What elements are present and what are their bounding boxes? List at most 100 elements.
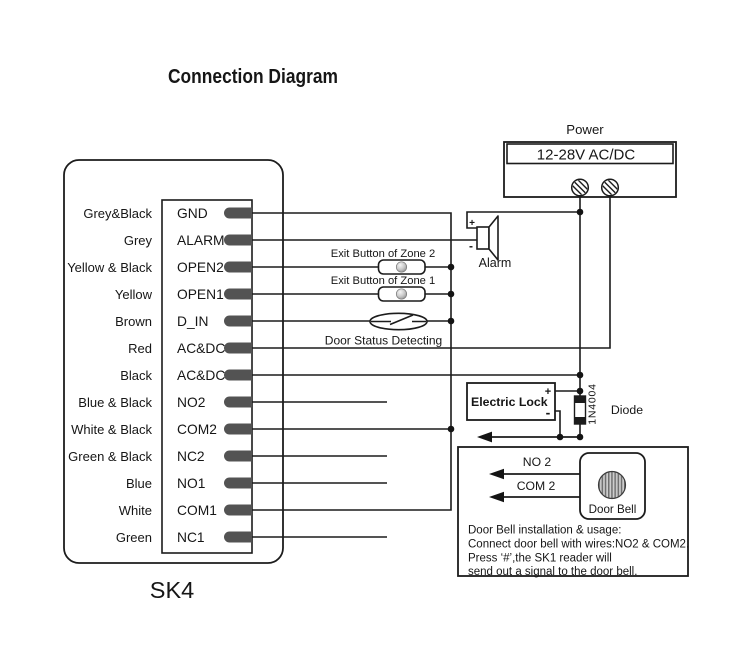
terminal-row-acdc-red: Red AC&DC [128, 341, 252, 356]
terminal-label: COM1 [177, 503, 217, 518]
terminal-pin [224, 450, 252, 462]
bell-grille-icon [597, 470, 627, 500]
junction-dot [447, 317, 455, 325]
alarm-label: Alarm [479, 256, 512, 270]
wire-color-label: Blue [126, 476, 152, 491]
terminal-label: OPEN2 [177, 260, 224, 275]
exit-button-zone1: Exit Button of Zone 1 [331, 275, 435, 302]
terminal-pin [224, 234, 252, 246]
terminal-label: NO1 [177, 476, 205, 491]
junction-dot [576, 387, 584, 395]
electric-lock-label: Electric Lock [471, 395, 548, 409]
switch-contact-lines [371, 314, 426, 326]
junction-dot [447, 290, 455, 298]
terminal-row-open2: Yellow & Black OPEN2 [67, 260, 252, 275]
doorbell-usage-line1: Door Bell installation & usage: [468, 525, 621, 537]
terminal-label: ALARM [177, 233, 225, 248]
junction-dot [576, 371, 584, 379]
junction-dot [576, 433, 584, 441]
lock-return-arrowhead [477, 431, 492, 443]
terminal-row-com1: White COM1 [119, 503, 252, 518]
terminal-pin [224, 396, 252, 408]
alarm-plus-label: + [469, 218, 475, 229]
terminal-row-no1: Blue NO1 [126, 476, 252, 491]
wire-color-label: Yellow [115, 287, 153, 302]
terminal-row-com2: White & Black COM2 [71, 422, 252, 437]
terminal-pin [224, 423, 252, 435]
wire-color-label: Red [128, 341, 152, 356]
terminal-row-nc2: Green & Black NC2 [68, 449, 252, 464]
wire-lock-negative [555, 410, 561, 437]
power-supply: Power 12-28V AC/DC [503, 122, 677, 198]
speaker-driver-icon [476, 226, 490, 250]
doorbell-com2-arrowhead [489, 491, 504, 503]
terminal-label: AC&DC [177, 368, 225, 383]
exit-button-zone2-label: Exit Button of Zone 2 [331, 248, 435, 260]
speaker-horn-icon [488, 215, 499, 261]
lock-minus-label: - [546, 405, 551, 421]
wire-color-label: White & Black [71, 422, 152, 437]
door-status-sensor: Door Status Detecting [325, 312, 442, 348]
door-status-label: Door Status Detecting [325, 334, 442, 348]
door-bell-info-box [457, 446, 689, 577]
exit-button-zone2: Exit Button of Zone 2 [331, 248, 435, 275]
wire-color-label: Black [120, 368, 152, 383]
doorbell-usage-line2: Connect door bell with wires:NO2 & COM2. [468, 539, 689, 551]
terminal-label: D_IN [177, 314, 208, 329]
terminal-pin [224, 477, 252, 489]
junction-dot [576, 208, 584, 216]
diode-band-bottom [574, 417, 586, 424]
wire-color-label: White [119, 503, 152, 518]
terminal-label: AC&DC [177, 341, 225, 356]
electric-lock-box [466, 382, 556, 421]
doorbell-no2-label: NO 2 [523, 455, 552, 469]
alarm-speaker: + - Alarm [469, 215, 512, 270]
terminal-row-alarm: Grey ALARM [124, 233, 252, 248]
device-model-label: SK4 [150, 577, 194, 603]
wire-color-label: Brown [115, 314, 152, 329]
button-ball-icon [395, 288, 408, 300]
terminal-label: NC1 [177, 530, 205, 545]
terminal-label: OPEN1 [177, 287, 224, 302]
wire-color-label: Grey [124, 233, 153, 248]
doorbell-no2-arrowhead [489, 468, 504, 480]
doorbell-com2-label: COM 2 [517, 479, 556, 493]
terminal-row-open1: Yellow OPEN1 [115, 287, 252, 302]
electric-lock: Electric Lock + - [466, 382, 556, 421]
wire-color-label: Yellow & Black [67, 260, 152, 275]
diode-band-top [574, 396, 586, 403]
wire-acdc-red-to-power [252, 197, 611, 349]
junction-dot [447, 425, 455, 433]
terminal-pin [224, 504, 252, 516]
junction-dot [447, 263, 455, 271]
wire-color-label: Green [116, 530, 152, 545]
power-title: Power [566, 122, 604, 137]
terminal-label: COM2 [177, 422, 217, 437]
terminal-pin [224, 531, 252, 543]
wire-color-label: Grey&Black [83, 206, 152, 221]
wire-alarm-positive [466, 211, 580, 229]
terminal-pin [224, 288, 252, 300]
lock-plus-label: + [545, 386, 551, 398]
wire-color-label: Green & Black [68, 449, 152, 464]
diode-assembly: 1N4004 Diode [573, 383, 643, 425]
terminal-row-gnd: Grey&Black GND [83, 206, 252, 221]
terminal-label: NO2 [177, 395, 205, 410]
diode-part-number: 1N4004 [587, 383, 599, 425]
wire-gnd-common-bus [252, 212, 452, 511]
alarm-minus-label: - [469, 239, 473, 253]
terminal-pin [224, 261, 252, 273]
terminal-row-acdc-black: Black AC&DC [120, 368, 252, 383]
terminal-row-nc1: Green NC1 [116, 530, 252, 545]
terminal-pin [224, 369, 252, 381]
doorbell-usage-line3: Press ‘#’,the SK1 reader will [468, 553, 612, 565]
door-bell-panel: NO 2 COM 2 Door Bell Door Bell installat… [457, 446, 689, 578]
diode-label: Diode [611, 403, 643, 417]
terminal-pin [224, 207, 252, 219]
terminal-row-no2: Blue & Black NO2 [78, 395, 252, 410]
power-rating-box [506, 143, 674, 165]
terminal-label: NC2 [177, 449, 205, 464]
wire-color-label: Blue & Black [78, 395, 152, 410]
